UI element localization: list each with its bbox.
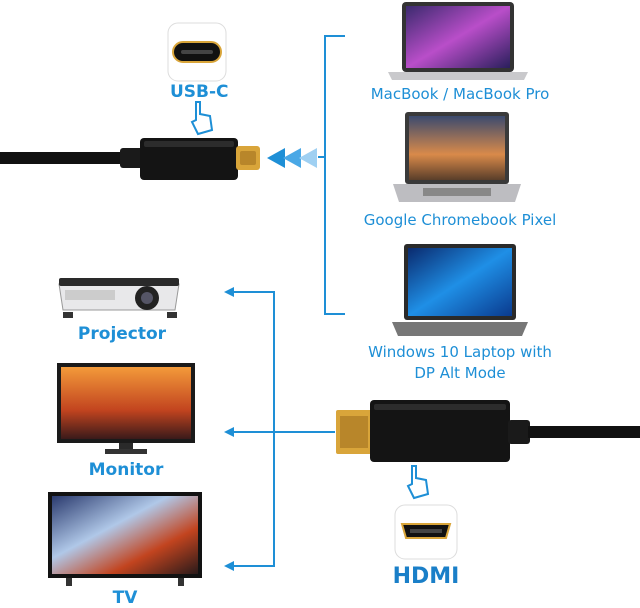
hdmi-port-icon <box>394 504 458 560</box>
hand-pointer-icon <box>190 101 214 136</box>
display-label-monitor: Monitor <box>88 460 164 480</box>
hdmi-label: HDMI <box>392 564 460 589</box>
macbook-icon <box>388 2 528 80</box>
usbc-cable <box>0 138 260 180</box>
windows-laptop-icon <box>392 244 528 336</box>
source-label-chromebook: Google Chromebook Pixel <box>363 211 557 229</box>
source-label-macbook: MacBook / MacBook Pro <box>370 85 550 103</box>
chromebook-icon <box>393 112 521 202</box>
source-label-windows-line1: Windows 10 Laptop with <box>368 343 552 361</box>
tv-icon <box>48 492 202 586</box>
display-label-tv: TV <box>112 588 138 608</box>
display-label-projector: Projector <box>77 324 167 344</box>
direction-arrows-icon <box>267 148 317 168</box>
source-label-windows-line2: DP Alt Mode <box>414 364 506 382</box>
usbc-port-icon <box>167 22 227 82</box>
hdmi-cable <box>336 400 640 462</box>
monitor-icon <box>57 363 195 454</box>
usbc-label: USB-C <box>170 82 229 102</box>
projector-icon <box>58 278 180 318</box>
hand-pointer-icon <box>406 465 430 500</box>
